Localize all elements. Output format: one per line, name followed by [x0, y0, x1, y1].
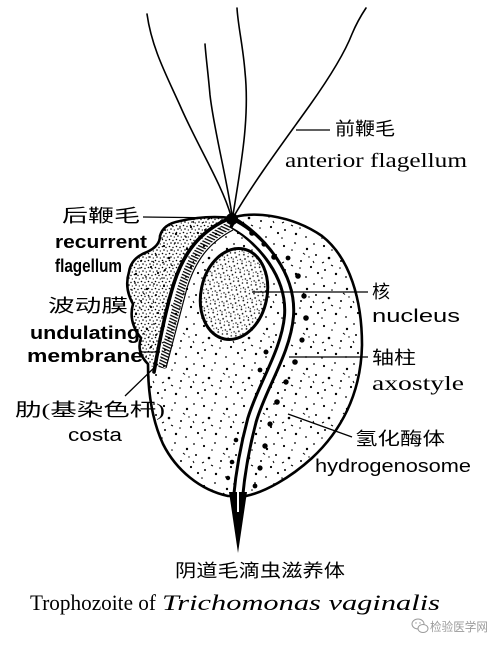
- label-costa-en: costa: [68, 425, 123, 445]
- costa-edge: [165, 229, 234, 369]
- body-outline: [125, 213, 364, 498]
- watermark-text: 检验医学网: [430, 619, 488, 634]
- anterior-flagella: [146, 7, 367, 217]
- hydrogenosome-dot: [262, 443, 268, 449]
- anterior-flagellum-1: [146, 13, 232, 217]
- label-anterior-flagellum-zh: 前鞭毛: [335, 119, 395, 139]
- hydrogenosomes: [225, 230, 309, 489]
- anterior-flagellum-4: [233, 7, 367, 217]
- leader-lines: [124, 129, 368, 438]
- hydrogenosome-dot: [267, 421, 273, 427]
- hydrogenosome-dot: [257, 465, 263, 471]
- watermark: 检验医学网: [411, 618, 488, 634]
- hydrogenosome-dot: [252, 483, 258, 489]
- hydrogenosome-dot: [229, 459, 235, 465]
- caption-en-prefix: Trophozoite of: [30, 590, 157, 615]
- label-anterior-flagellum-en: anterior flagellum: [285, 150, 468, 172]
- hydrogenosome-dot: [274, 399, 280, 405]
- leader-hydrogenosome: [287, 413, 353, 438]
- costa-band: [158, 222, 231, 369]
- axostyle-tail-spike: [229, 492, 247, 553]
- hydrogenosome-dot: [261, 241, 267, 247]
- hydrogenosome-dot: [299, 337, 305, 343]
- label-nucleus-en: nucleus: [372, 306, 460, 326]
- recurrent-flagellum: [152, 218, 228, 374]
- caption-zh: 阴道毛滴虫滋养体: [175, 561, 345, 581]
- cell-body: [125, 213, 364, 553]
- hydrogenosome-dot: [271, 254, 277, 260]
- hydrogenosome-dot: [295, 273, 301, 279]
- undulating-membrane: [127, 217, 228, 368]
- label-hydrogenosome-zh: 氢化酶体: [355, 429, 445, 449]
- label-recurrent-flagellum-en-1: recurrent: [55, 232, 147, 252]
- caption-en-species: Trichomonas vaginalis: [162, 590, 440, 615]
- hydrogenosome-dot: [263, 349, 269, 355]
- labels: 前鞭毛 anterior flagellum 后鞭毛 recurrent fla…: [15, 119, 471, 476]
- hydrogenosome-dot: [285, 255, 291, 261]
- axostyle-core: [232, 222, 293, 499]
- hydrogenosome-dot: [303, 315, 309, 321]
- hydrogenosome-dot: [257, 367, 263, 373]
- label-recurrent-flagellum-zh: 后鞭毛: [62, 206, 140, 226]
- nucleus: [198, 246, 270, 342]
- hydrogenosome-dot: [301, 293, 307, 299]
- hydrogenosome-dot: [249, 230, 255, 236]
- label-axostyle-zh: 轴柱: [372, 348, 416, 368]
- anterior-flagellum-2: [204, 43, 233, 216]
- basal-body: [226, 213, 238, 225]
- label-undulating-membrane-zh: 波动膜: [48, 296, 128, 316]
- label-recurrent-flagellum-en-2: flagellum: [55, 256, 122, 276]
- label-undulating-membrane-en-2: membrane: [27, 346, 143, 366]
- hydrogenosome-dot: [225, 475, 231, 481]
- hydrogenosome-dot: [292, 359, 298, 365]
- label-costa-zh: 肋(基染色杆): [15, 400, 165, 421]
- hydrogenosome-dot: [283, 379, 289, 385]
- wechat-icon: [411, 618, 429, 633]
- label-axostyle-en: axostyle: [372, 373, 464, 395]
- leader-costa: [124, 363, 159, 397]
- leader-recurrent-flagellum: [142, 216, 227, 219]
- label-undulating-membrane-en-1: undulating: [30, 323, 140, 343]
- label-nucleus-zh: 核: [372, 282, 390, 302]
- label-hydrogenosome-en: hydrogenosome: [315, 456, 471, 476]
- anterior-flagellum-3: [232, 7, 248, 216]
- caption: 阴道毛滴虫滋养体 Trophozoite of Trichomonas vagi…: [30, 561, 440, 615]
- hydrogenosome-dot: [233, 437, 239, 443]
